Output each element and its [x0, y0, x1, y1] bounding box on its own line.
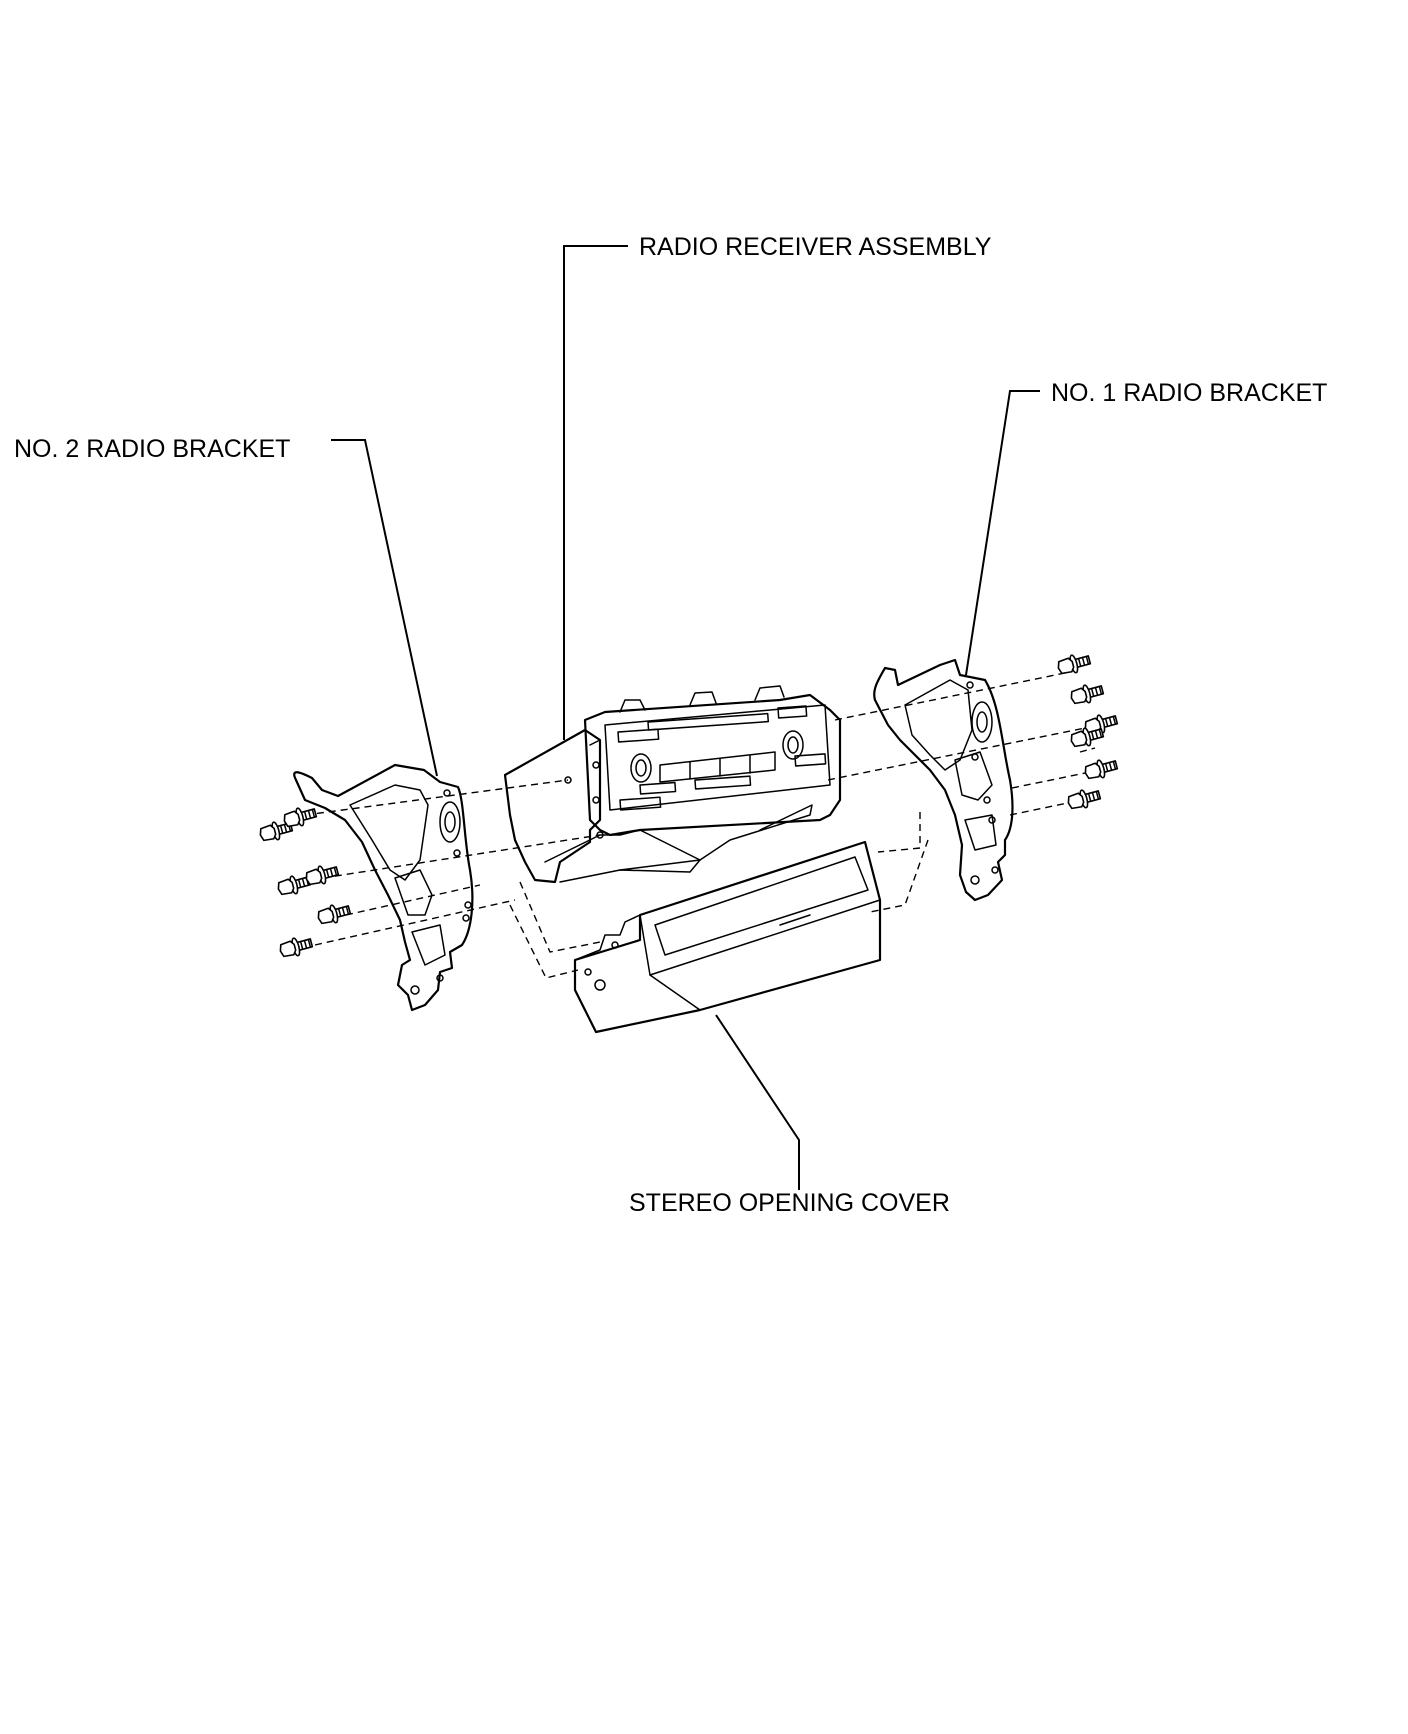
no1-radio-bracket: [873, 658, 1014, 902]
bolt-icon: [305, 865, 340, 886]
no2-radio-bracket: [293, 763, 474, 1012]
stereo-opening-cover: [573, 840, 882, 1034]
label-no2-radio-bracket: NO. 2 RADIO BRACKET: [14, 435, 290, 463]
bolt-icon: [1067, 789, 1102, 810]
leader-lines: [331, 245, 1040, 1190]
bolt-icon: [277, 875, 312, 896]
leader-stereo-cover: [715, 1014, 800, 1190]
bolt-icon: [259, 821, 294, 842]
leader-radio-receiver: [563, 245, 628, 740]
radio-receiver-assembly: [503, 685, 842, 884]
label-no1-radio-bracket: NO. 1 RADIO BRACKET: [1051, 379, 1327, 407]
bolt-icon: [317, 904, 352, 925]
bolt-icon: [279, 937, 314, 958]
bolt-icon: [1057, 654, 1092, 675]
bolt-icon: [283, 807, 318, 828]
leader-no2-bracket: [331, 439, 438, 777]
bolt-group: [259, 654, 1119, 958]
leader-no1-bracket: [965, 390, 1040, 676]
bolt-icon: [1084, 759, 1119, 780]
label-stereo-opening-cover: STEREO OPENING COVER: [629, 1189, 950, 1217]
bolt-icon: [1070, 684, 1105, 705]
bolt-icon: [1070, 727, 1105, 748]
alignment-lines: [304, 671, 1101, 979]
label-radio-receiver-assembly: RADIO RECEIVER ASSEMBLY: [639, 233, 992, 261]
